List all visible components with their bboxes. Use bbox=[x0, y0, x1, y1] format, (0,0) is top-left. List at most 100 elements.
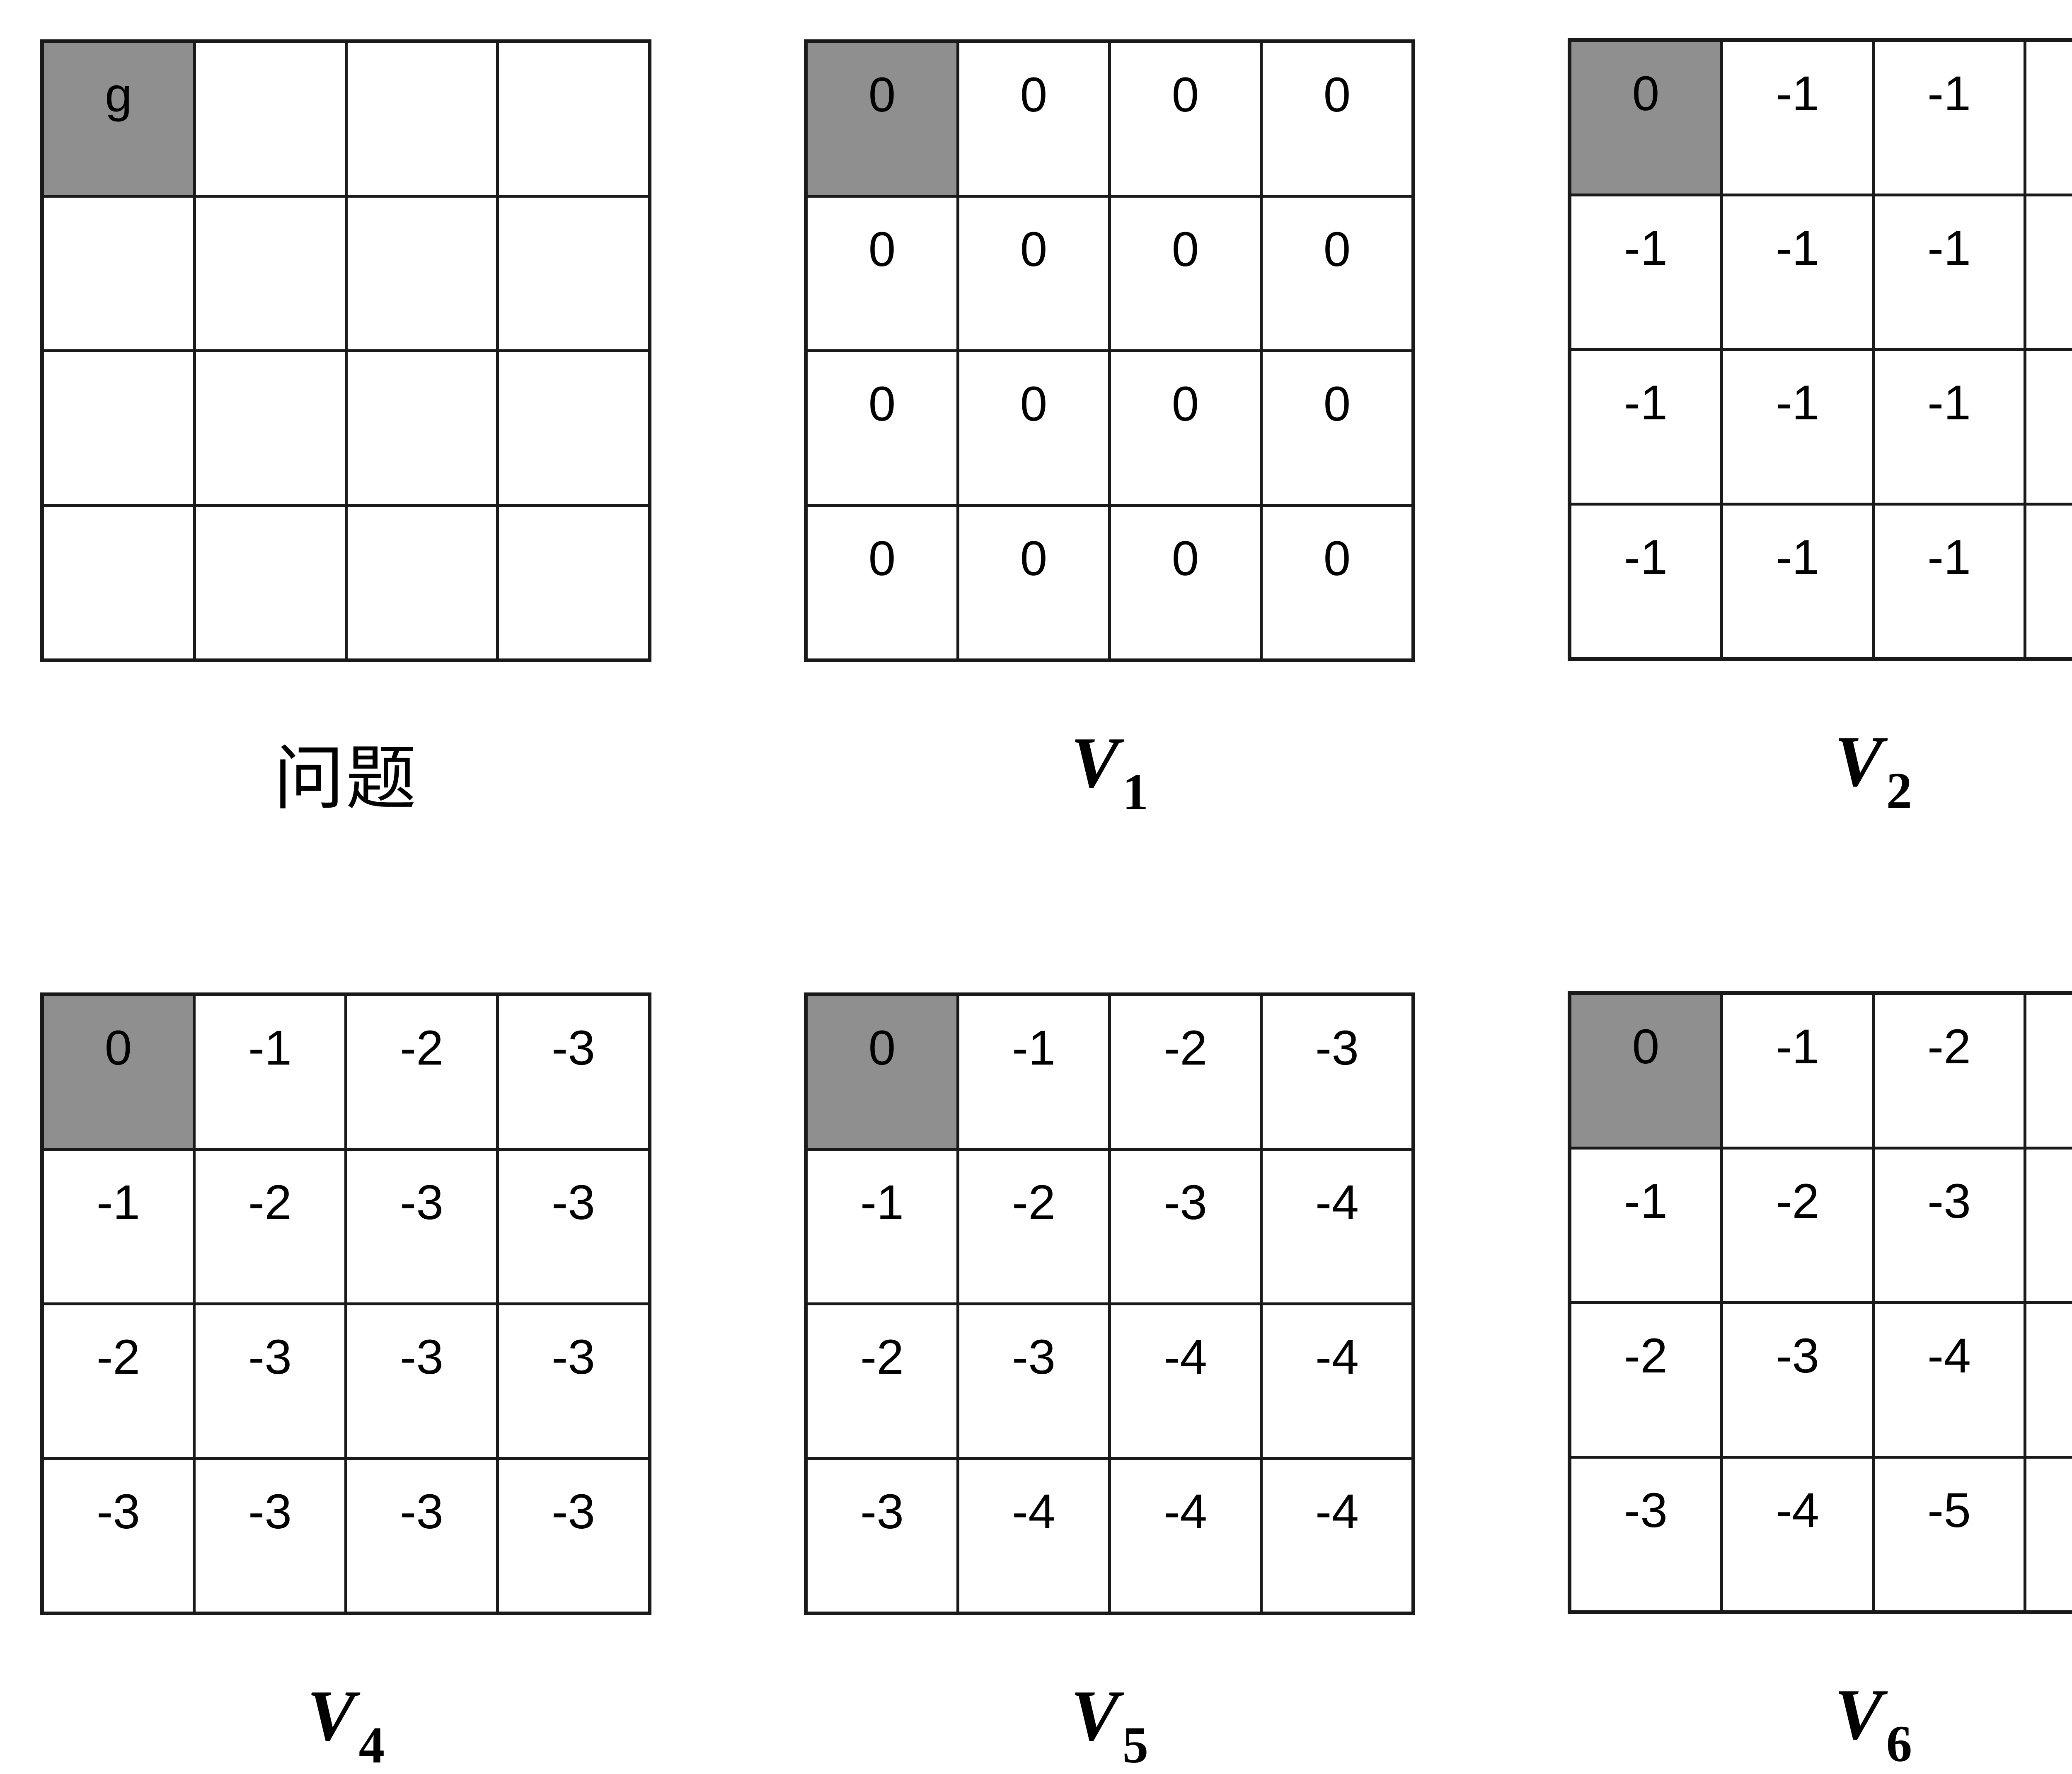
grid-cell[interactable] bbox=[496, 349, 651, 507]
grid-cell[interactable] bbox=[496, 504, 651, 662]
grid-cell[interactable]: 0 bbox=[1108, 504, 1263, 662]
grid-cell[interactable]: -1 bbox=[1720, 503, 1875, 661]
grid-cell[interactable] bbox=[193, 349, 348, 507]
grid-cell[interactable]: -3 bbox=[344, 1148, 499, 1305]
grid-cell[interactable]: -1 bbox=[41, 1148, 196, 1305]
grid-cell-value bbox=[499, 507, 648, 658]
grid-cell[interactable]: 0 bbox=[1260, 40, 1415, 198]
grid-cell[interactable]: -1 bbox=[1568, 348, 1723, 506]
grid-cell[interactable]: -3 bbox=[804, 1457, 959, 1615]
grid-cell[interactable]: -2 bbox=[1872, 992, 2026, 1150]
grid-cell[interactable]: 0 bbox=[1260, 195, 1415, 352]
grid-cell[interactable] bbox=[193, 195, 348, 352]
grid-cell[interactable]: -1 bbox=[1872, 194, 2026, 351]
grid-cell[interactable] bbox=[41, 195, 196, 352]
grid-cell-value: 0 bbox=[1323, 222, 1351, 277]
grid-cell[interactable]: -2 bbox=[1108, 993, 1263, 1151]
grid-cell[interactable] bbox=[41, 504, 196, 662]
grid-cell[interactable]: 0 bbox=[1108, 349, 1263, 507]
grid-cell[interactable]: -3 bbox=[344, 1302, 499, 1460]
grid-cell[interactable]: -5 bbox=[1872, 1456, 2026, 1614]
grid-cell[interactable] bbox=[344, 504, 499, 662]
grid-cell[interactable]: -3 bbox=[1108, 1148, 1263, 1305]
grid-cell[interactable]: -2 bbox=[41, 1302, 196, 1460]
grid-cell[interactable]: -1 bbox=[193, 993, 347, 1151]
grid-cell[interactable]: -5 bbox=[2024, 1301, 2072, 1459]
grid-cell[interactable]: 0 bbox=[804, 195, 959, 352]
grid-cell[interactable]: -3 bbox=[1568, 1456, 1723, 1614]
grid-cell[interactable]: -1 bbox=[1568, 503, 1723, 661]
grid-cell[interactable]: -4 bbox=[956, 1457, 1111, 1615]
grid-cell-terminal[interactable]: 0 bbox=[1568, 39, 1723, 196]
grid-cell[interactable]: -3 bbox=[1872, 1147, 2026, 1304]
grid-cell[interactable]: -1 bbox=[2024, 39, 2072, 196]
grid-cell[interactable]: -1 bbox=[2024, 503, 2072, 661]
grid-cell[interactable]: -3 bbox=[496, 1457, 651, 1615]
grid-cell[interactable]: -1 bbox=[1720, 992, 1875, 1150]
grid-cell[interactable]: -3 bbox=[956, 1302, 1111, 1460]
grid-cell[interactable] bbox=[496, 195, 651, 352]
grid-cell[interactable]: -1 bbox=[1720, 39, 1875, 196]
grid-cell[interactable]: 0 bbox=[1108, 195, 1263, 352]
grid-cell[interactable]: -3 bbox=[1720, 1301, 1875, 1459]
grid-cell[interactable]: -1 bbox=[2024, 194, 2072, 351]
grid-cell[interactable]: -3 bbox=[496, 993, 651, 1151]
grid-cell[interactable]: -1 bbox=[956, 993, 1111, 1151]
grid-cell[interactable]: -2 bbox=[956, 1148, 1111, 1305]
grid-cell[interactable]: -3 bbox=[193, 1457, 347, 1615]
grid-cell[interactable]: -1 bbox=[804, 1148, 959, 1305]
grid-cell[interactable]: 0 bbox=[956, 195, 1111, 352]
grid-cell[interactable]: -5 bbox=[2024, 1456, 2072, 1614]
grid-cell[interactable]: -4 bbox=[1260, 1148, 1415, 1305]
grid-cell[interactable] bbox=[344, 40, 499, 198]
grid-cell[interactable]: -3 bbox=[193, 1302, 347, 1460]
grid-cell[interactable] bbox=[496, 40, 651, 198]
grid-cell[interactable]: -3 bbox=[344, 1457, 499, 1615]
grid-cell[interactable]: -2 bbox=[1568, 1301, 1723, 1459]
grid-cell[interactable]: -1 bbox=[1568, 1147, 1723, 1304]
grid-cell[interactable]: -1 bbox=[1872, 348, 2026, 506]
grid-cell[interactable]: 0 bbox=[804, 349, 959, 507]
grid-cell[interactable]: -3 bbox=[1260, 993, 1415, 1151]
grid-cell[interactable]: -4 bbox=[2024, 1147, 2072, 1304]
grid-cell[interactable]: -2 bbox=[804, 1302, 959, 1460]
grid-cell[interactable] bbox=[41, 349, 196, 507]
grid-cell[interactable]: -4 bbox=[1720, 1456, 1875, 1614]
grid-cell[interactable]: -4 bbox=[1260, 1457, 1415, 1615]
grid-cell[interactable]: -1 bbox=[1872, 503, 2026, 661]
grid-cell[interactable] bbox=[344, 349, 499, 507]
grid-cell[interactable]: 0 bbox=[956, 40, 1111, 198]
grid-cell[interactable]: -4 bbox=[1108, 1457, 1263, 1615]
grid-cell[interactable]: -1 bbox=[1720, 194, 1875, 351]
grid-cell-terminal[interactable]: 0 bbox=[1568, 992, 1723, 1150]
grid-cell[interactable]: -1 bbox=[1720, 348, 1875, 506]
grid-cell[interactable]: -2 bbox=[344, 993, 499, 1151]
grid-cell-terminal[interactable]: 0 bbox=[41, 993, 196, 1151]
grid-cell[interactable]: -2 bbox=[193, 1148, 347, 1305]
grid-cell[interactable]: -3 bbox=[41, 1457, 196, 1615]
grid-cell[interactable]: 0 bbox=[804, 504, 959, 662]
grid-cell[interactable]: 0 bbox=[956, 504, 1111, 662]
grid-cell[interactable]: 0 bbox=[1108, 40, 1263, 198]
grid-cell-terminal[interactable]: g bbox=[41, 40, 196, 198]
grid-cell-terminal[interactable]: 0 bbox=[804, 40, 959, 198]
grid-cell[interactable]: 0 bbox=[1260, 504, 1415, 662]
grid-cell[interactable]: 0 bbox=[956, 349, 1111, 507]
grid-cell[interactable] bbox=[193, 504, 348, 662]
grid-cell[interactable]: 0 bbox=[1260, 349, 1415, 507]
grid-cell[interactable]: -3 bbox=[496, 1148, 651, 1305]
grid-cell[interactable]: -1 bbox=[1568, 194, 1723, 351]
grid-cell[interactable]: -1 bbox=[1872, 39, 2026, 196]
grid-cell[interactable]: -4 bbox=[1108, 1302, 1263, 1460]
grid-cell[interactable] bbox=[344, 195, 499, 352]
grid-cell[interactable] bbox=[193, 40, 348, 198]
grid-cell[interactable]: -4 bbox=[1872, 1301, 2026, 1459]
grid-cell-terminal[interactable]: 0 bbox=[804, 993, 959, 1151]
grid-cell[interactable]: -4 bbox=[1260, 1302, 1415, 1460]
grid-cell[interactable]: -2 bbox=[1720, 1147, 1875, 1304]
grid-cell[interactable]: -1 bbox=[2024, 348, 2072, 506]
grid-cell[interactable]: -3 bbox=[496, 1302, 651, 1460]
grid-cell-value: -1 bbox=[1927, 375, 1971, 430]
grid-cell[interactable]: -3 bbox=[2024, 992, 2072, 1150]
